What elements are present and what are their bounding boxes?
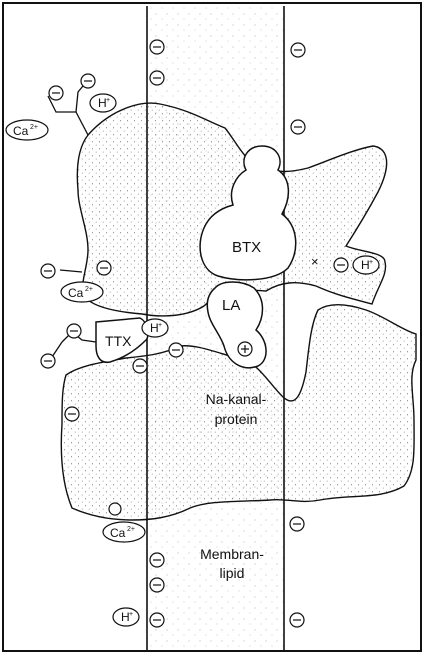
calcium-symbol: Ca xyxy=(110,526,126,540)
hydrogen-ion: H+ xyxy=(353,256,379,274)
hydrogen-charge: + xyxy=(369,259,373,266)
hydrogen-ion: H+ xyxy=(113,608,139,626)
btx-label: BTX xyxy=(232,239,261,256)
calcium-charge: 2+ xyxy=(127,526,135,533)
negative-charge-icon xyxy=(81,74,95,88)
protein-label-line1: Na-kanal- xyxy=(206,391,267,407)
negative-charge-icon xyxy=(133,359,147,373)
negative-charge-icon xyxy=(41,264,55,278)
negative-charge-icon xyxy=(290,517,304,531)
negative-charge-icon xyxy=(150,71,164,85)
negative-charge-icon xyxy=(49,86,63,100)
hydrogen-charge: + xyxy=(158,322,162,329)
negative-charge-icon xyxy=(291,120,305,134)
negative-charge-icon xyxy=(65,407,79,421)
calcium-symbol: Ca xyxy=(68,286,84,300)
negative-charge-icon xyxy=(334,258,348,272)
negative-charge-icon xyxy=(150,578,164,592)
hydrogen-ion: H+ xyxy=(142,319,168,337)
negative-charge-icon xyxy=(291,43,305,57)
protein-label-line2: protein xyxy=(215,411,258,427)
hydrogen-charge: + xyxy=(106,97,110,104)
negative-charge-icon xyxy=(150,553,164,567)
negative-charge-icon xyxy=(97,261,111,275)
calcium-charge: 2+ xyxy=(85,286,93,293)
lipid-label-line1: Membran- xyxy=(200,546,264,562)
cross-mark-icon: × xyxy=(311,254,319,269)
negative-charge-icon xyxy=(169,343,183,357)
negative-charge-icon xyxy=(150,613,164,627)
la-label: LA xyxy=(222,297,240,314)
calcium-charge: 2+ xyxy=(30,124,38,131)
lipid-label-line2: lipid xyxy=(220,565,245,581)
ttx-molecule: TTX xyxy=(96,318,148,362)
calcium-symbol: Ca xyxy=(13,124,29,138)
negative-charge-icon xyxy=(41,354,55,368)
negative-charge-icon xyxy=(67,324,81,338)
open-circle-icon xyxy=(109,503,121,515)
hydrogen-ion: H+ xyxy=(90,94,116,112)
negative-charge-icon xyxy=(150,40,164,54)
ttx-label: TTX xyxy=(105,333,132,349)
hydrogen-charge: + xyxy=(129,611,133,618)
negative-charge-icon xyxy=(290,613,304,627)
